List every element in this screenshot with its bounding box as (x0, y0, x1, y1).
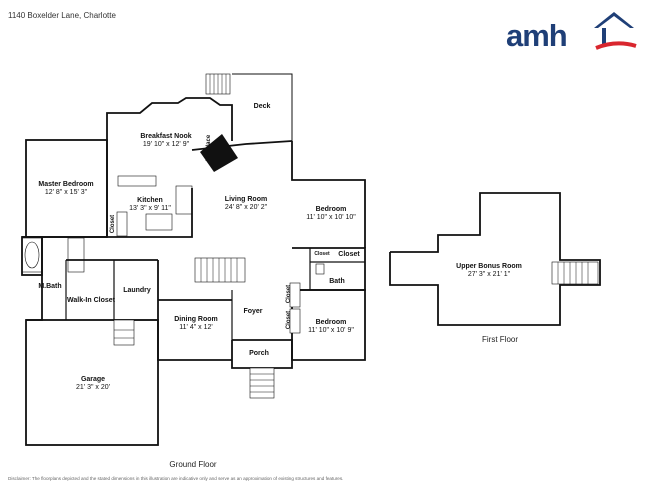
closet-a-label: Closet (314, 251, 330, 257)
laundry-label: Laundry (123, 287, 151, 294)
fireplace-shape (200, 134, 238, 172)
ground-floor-title: Ground Floor (169, 460, 217, 469)
disclaimer: Disclaimer: The floorplans depicted and … (8, 476, 344, 481)
first-floor-title: First Floor (482, 335, 518, 344)
deck-label: Deck (253, 103, 271, 110)
m-bath-label: M.Bath (38, 283, 62, 290)
bath-label: Bath (329, 278, 345, 285)
closet-b-label: Closet (338, 251, 360, 258)
amh-logo: amh (506, 8, 638, 54)
address: 1140 Boxelder Lane, Charlotte (8, 11, 116, 20)
foyer-closet-1-label: Closet (286, 284, 293, 304)
walk-in-closet-label: Walk-In Closet (67, 297, 115, 304)
logo-house-icon (594, 12, 637, 50)
foyer-label: Foyer (243, 308, 263, 315)
logo-wordmark: amh (506, 18, 568, 53)
kitchen-closet-label: Closet (110, 214, 117, 234)
foyer-closet-2-label: Closet (286, 310, 293, 330)
porch-label: Porch (249, 350, 269, 357)
fireplace-label: Fireplace (206, 134, 213, 162)
